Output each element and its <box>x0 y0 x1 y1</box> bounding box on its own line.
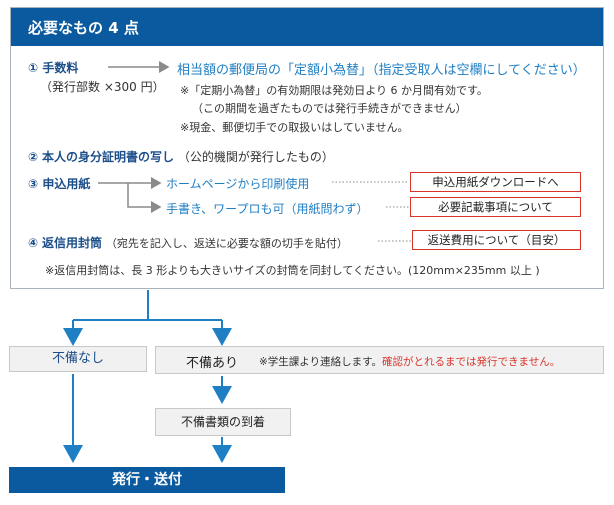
item1-title: 手数料 <box>42 61 79 75</box>
item1-heading: ① 手数料 <box>28 59 78 76</box>
no-defect-box: 不備なし <box>9 346 147 372</box>
item4-footnote: ※返信用封筒は、長 3 形よりも大きいサイズの封筒を同封してください。(120m… <box>45 264 540 277</box>
item2-row: ② 本人の身分証明書の写し （公的機関が発行したもの） <box>28 148 334 165</box>
requirements-title: 必要なもの 4 点 <box>28 19 139 37</box>
item1-note-line: ※「定期小為替」の有効期限は発効日より 6 か月間有効です。 <box>180 84 488 97</box>
item2-title: 本人の身分証明書の写し <box>42 150 175 164</box>
issue-and-send-box: 発行・送付 <box>9 467 285 493</box>
item3-heading: ③ 申込用紙 <box>28 175 90 192</box>
docs-arrival-label: 不備書類の到着 <box>180 415 265 429</box>
item2-note: （公的機関が発行したもの） <box>177 150 334 164</box>
requirements-panel: 必要なもの 4 点 <box>10 7 604 289</box>
defect-label: 不備あり <box>186 356 239 371</box>
item1-note: （発行部数 ×300 円） <box>40 80 165 94</box>
item1-note-line: （この期間を過ぎたものでは発行手続きができません） <box>192 102 467 115</box>
item3-title: 申込用紙 <box>42 177 91 191</box>
item1-number: ① <box>28 61 39 75</box>
defect-box: 不備あり ※学生課より連絡します。確認がとれるまでは発行できません。 <box>155 346 604 374</box>
required-fields-button[interactable]: 必要記載事項について <box>410 197 581 217</box>
docs-arrival-box: 不備書類の到着 <box>155 408 291 436</box>
return-cost-button[interactable]: 返送費用について（目安） <box>412 230 581 250</box>
item1-target: 相当額の郵便局の「定額小為替」（指定受取人は空欄にしてください） <box>177 63 586 78</box>
no-defect-label: 不備なし <box>51 351 104 366</box>
item4-title: 返信用封筒 <box>42 236 103 250</box>
item4-number: ④ <box>28 236 39 250</box>
item2-number: ② <box>28 150 39 164</box>
defect-message: ※学生課より連絡します。確認がとれるまでは発行できません。 <box>259 354 560 369</box>
item3-number: ③ <box>28 177 39 191</box>
requirements-header: 必要なもの 4 点 <box>11 8 603 46</box>
item3-option-web: ホームページから印刷使用 <box>166 177 310 191</box>
download-form-button[interactable]: 申込用紙ダウンロードへ <box>410 172 581 192</box>
defect-warning: 確認がとれるまでは発行できません。 <box>382 356 561 368</box>
item3-option-handwritten: 手書き、ワープロも可（用紙問わず） <box>166 202 369 216</box>
item4-note: （宛先を記入し、返送に必要な額の切手を貼付） <box>105 237 348 250</box>
item1-note-line: ※現金、郵便切手での取扱いはしていません。 <box>180 121 409 134</box>
defect-note: ※学生課より連絡します。 <box>259 356 383 368</box>
item4-row: ④ 返信用封筒 （宛先を記入し、返送に必要な額の切手を貼付） <box>28 234 348 251</box>
